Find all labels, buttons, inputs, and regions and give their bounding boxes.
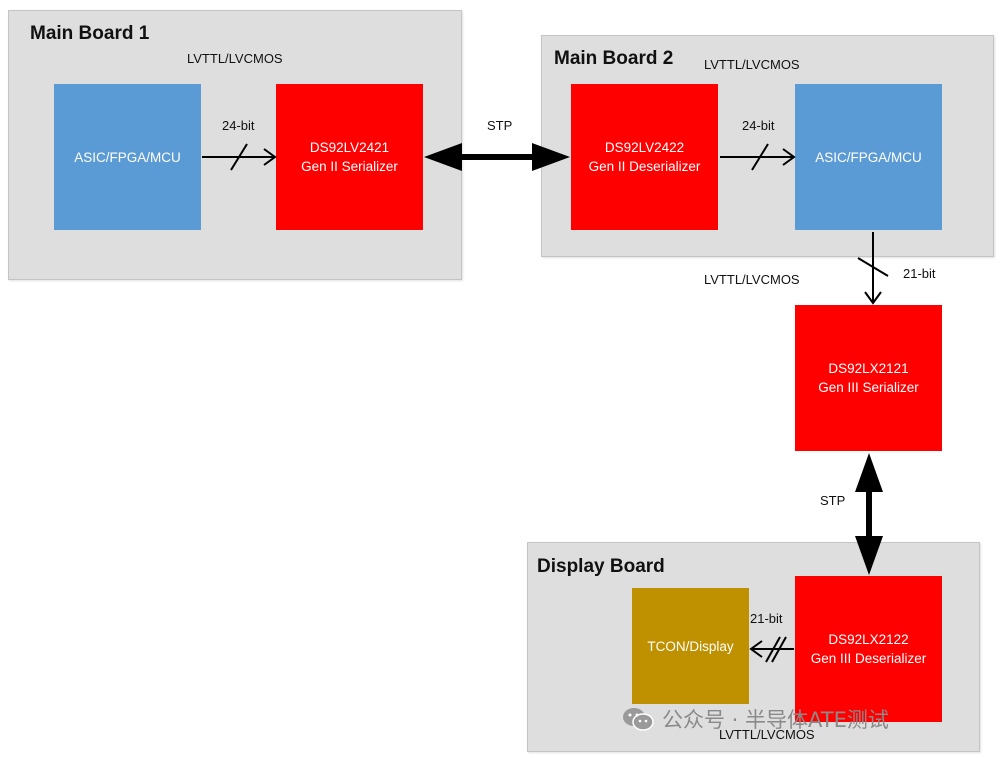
asic-block-1: ASIC/FPGA/MCU	[54, 84, 201, 230]
asic-block-2-label: ASIC/FPGA/MCU	[815, 149, 922, 165]
tcon-display-block: TCON/Display	[632, 588, 749, 704]
stp-link-2	[855, 453, 883, 575]
bus-arrow-21bit-down	[857, 232, 889, 305]
watermark-text: 公众号 · 半导体ATE测试	[662, 708, 889, 732]
bus-label-21bit-2: 21-bit	[750, 611, 783, 626]
serializer-1-desc: Gen II Serializer	[301, 159, 398, 174]
bus-arrow-24bit-1	[202, 143, 277, 171]
asic-block-1-label: ASIC/FPGA/MCU	[74, 149, 181, 165]
deserializer-1-desc: Gen II Deserializer	[588, 159, 701, 174]
bus-arrow-24bit-2	[720, 143, 796, 171]
stp-label-2: STP	[820, 493, 846, 508]
stp-link-1	[424, 143, 570, 171]
main-board-2-io-label: LVTTL/LVCMOS	[704, 57, 800, 72]
serializer-2-desc: Gen III Serializer	[818, 380, 919, 395]
main-board-2-title: Main Board 2	[554, 48, 674, 69]
serializer-1-part: DS92LV2421	[309, 140, 390, 155]
deserializer-block-1: DS92LV2422 Gen II Deserializer	[571, 84, 718, 230]
main-board-1-title: Main Board 1	[30, 23, 150, 44]
tcon-display-label: TCON/Display	[647, 638, 734, 654]
asic-block-2: ASIC/FPGA/MCU	[795, 84, 942, 230]
display-board-io-label: LVTTL/LVCMOS	[719, 727, 815, 742]
deserializer-block-2: DS92LX2122 Gen III Deserializer	[795, 576, 942, 722]
deserializer-1-part: DS92LV2422	[604, 140, 685, 155]
watermark: 公众号 · 半导体ATE测试	[622, 704, 889, 734]
bus-arrow-21bit-left	[749, 636, 794, 663]
serializer-block-2: DS92LX2121 Gen III Serializer	[795, 305, 942, 451]
main-board-1-io-label: LVTTL/LVCMOS	[187, 51, 283, 66]
serializer-2-part: DS92LX2121	[828, 361, 909, 376]
serializer-block-1: DS92LV2421 Gen II Serializer	[276, 84, 423, 230]
bus-label-24bit-1: 24-bit	[222, 118, 255, 133]
stp-label-1: STP	[487, 118, 513, 133]
deserializer-2-part: DS92LX2122	[828, 632, 909, 647]
middle-io-label: LVTTL/LVCMOS	[704, 272, 800, 287]
wechat-icon	[623, 708, 654, 731]
display-board-title: Display Board	[537, 556, 665, 577]
bus-label-21bit-1: 21-bit	[903, 266, 936, 281]
bus-label-24bit-2: 24-bit	[742, 118, 775, 133]
deserializer-2-desc: Gen III Deserializer	[810, 651, 927, 666]
